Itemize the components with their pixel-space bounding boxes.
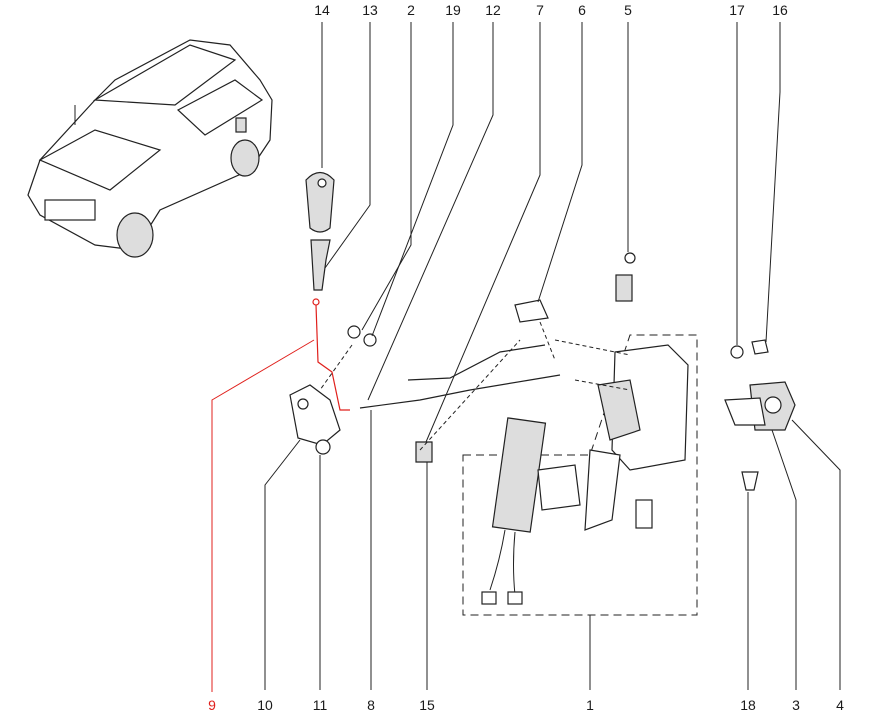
callout-16: 16: [772, 2, 788, 18]
screws-17-16: [730, 339, 769, 359]
actuator: [481, 417, 581, 605]
callout-1: 1: [586, 697, 594, 713]
striker-3-4: [724, 381, 796, 431]
assembly-boundary: [462, 334, 698, 616]
callout-12: 12: [485, 2, 501, 18]
callout-6: 6: [578, 2, 586, 18]
connector-6: [514, 299, 549, 323]
callout-13: 13: [362, 2, 378, 18]
callout-15: 15: [419, 697, 435, 713]
callout-8: 8: [367, 697, 375, 713]
callout-14: 14: [314, 2, 330, 18]
link-5: [615, 252, 636, 302]
callout-10: 10: [257, 697, 273, 713]
callout-9: 9: [208, 697, 216, 713]
rod-7: [407, 344, 546, 381]
leader-lines: [211, 22, 841, 692]
callout-3: 3: [792, 697, 800, 713]
screw-18: [741, 471, 759, 491]
lock-mechanism: [584, 344, 689, 531]
washer-screw-2-19: [347, 325, 377, 347]
callout-18: 18: [740, 697, 756, 713]
callout-4: 4: [836, 697, 844, 713]
callout-5: 5: [624, 2, 632, 18]
rod-9: [315, 304, 350, 411]
lever-10: [289, 384, 341, 455]
vehicle-illustration: [27, 39, 273, 258]
callout-19: 19: [445, 2, 461, 18]
key-fob: [305, 171, 335, 233]
callout-17: 17: [729, 2, 745, 18]
callout-7: 7: [536, 2, 544, 18]
rod-12: [359, 374, 561, 409]
key-blade: [310, 239, 331, 291]
clip-15: [415, 441, 433, 463]
callout-2: 2: [407, 2, 415, 18]
callout-11: 11: [313, 697, 328, 713]
